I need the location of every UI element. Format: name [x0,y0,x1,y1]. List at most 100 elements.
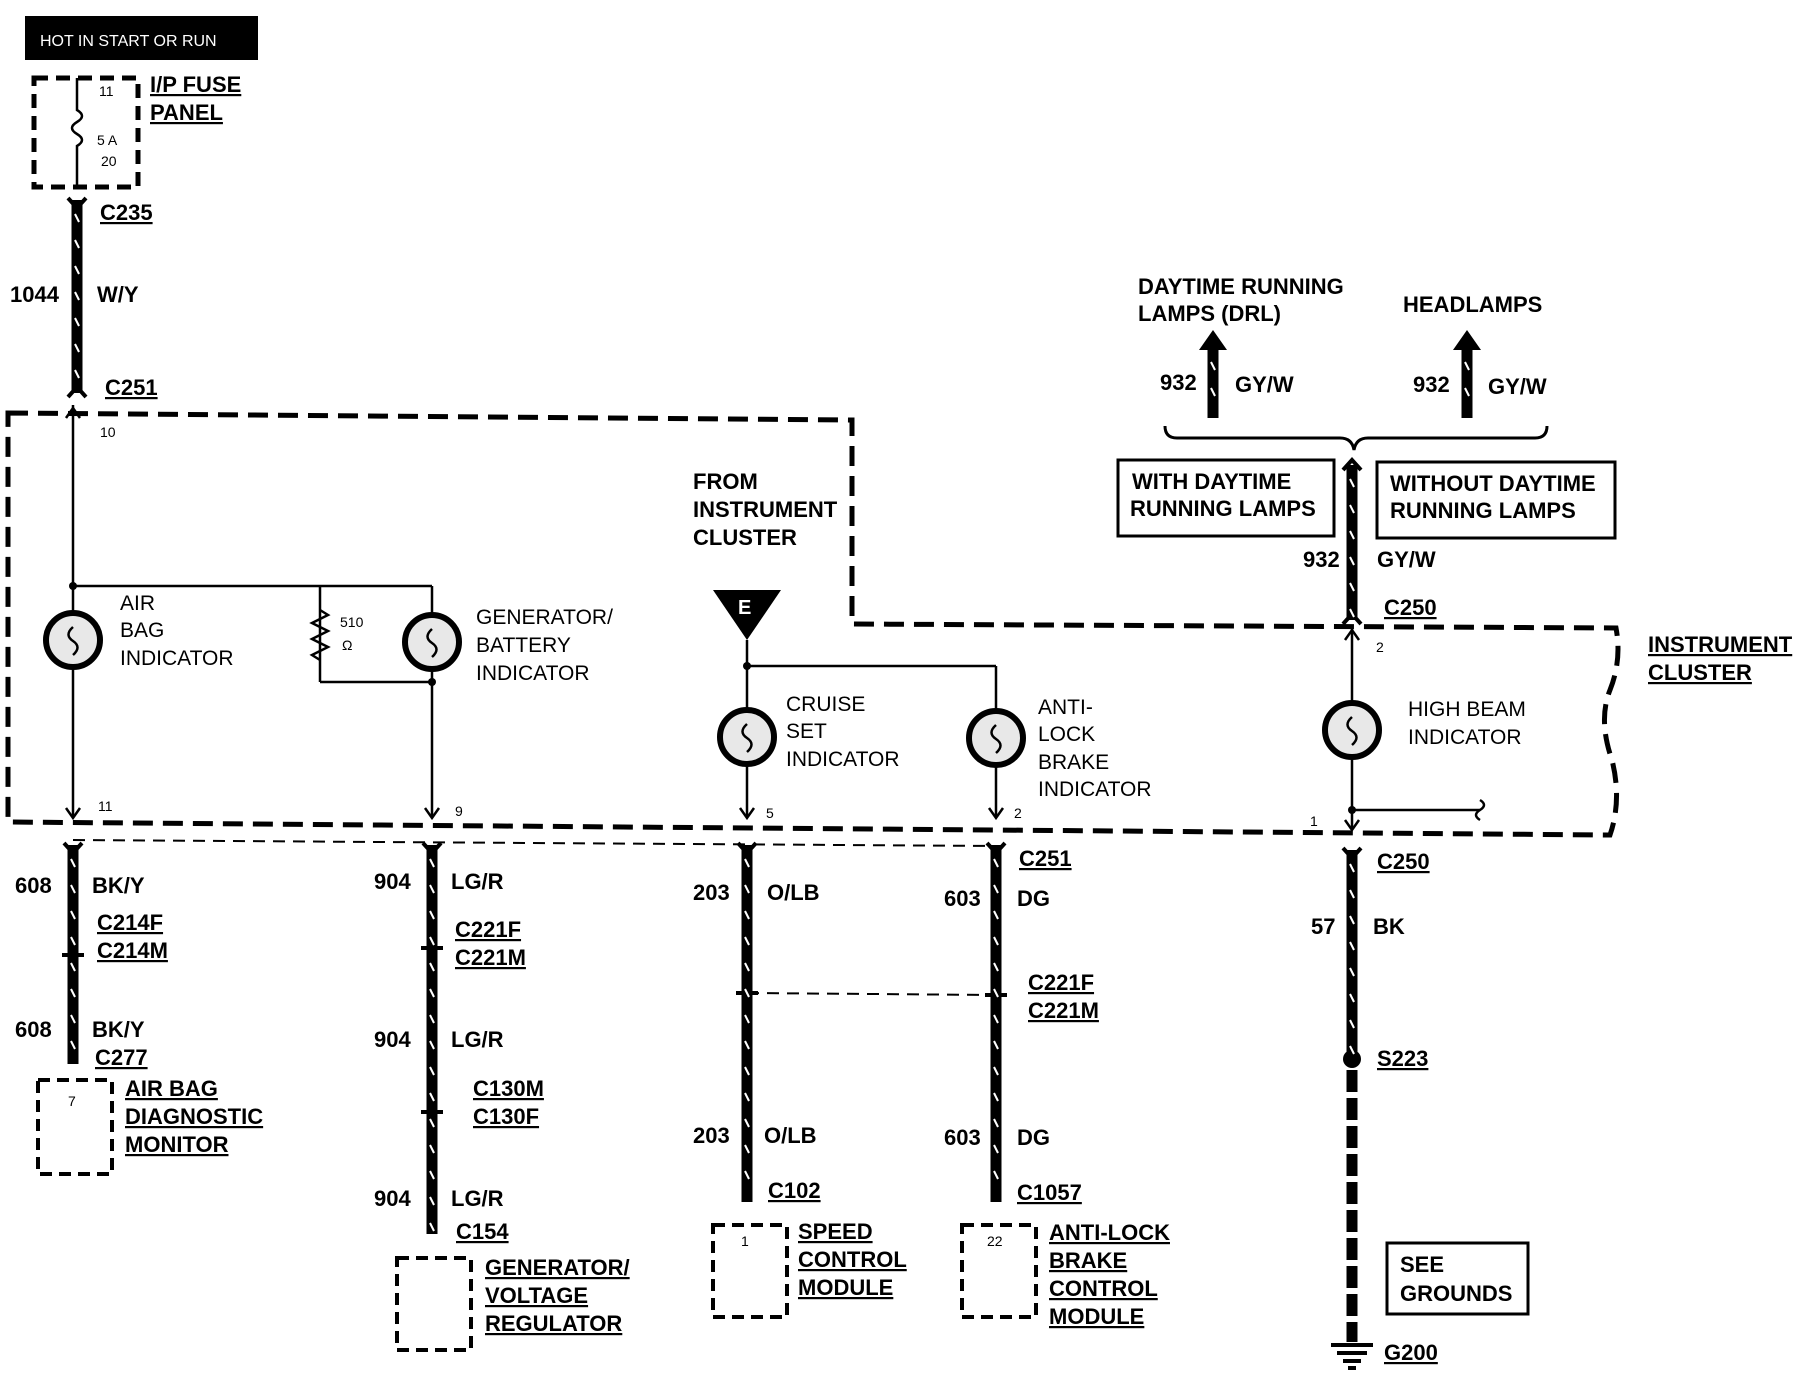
connector-c235: C235 [100,200,153,225]
with-drl-1: WITH DAYTIME [1132,469,1291,494]
wire-tick [744,1092,750,1102]
without-drl-1: WITHOUT DAYTIME [1390,471,1596,496]
wire-tick [1349,582,1355,592]
speed-module-box [711,1223,789,1319]
wire-tick [74,343,80,353]
fuse-panel-title-1: I/P FUSE [150,72,241,97]
pin-10: 10 [100,424,116,440]
generator-ind-1: GENERATOR/ [476,606,613,629]
wire-tick [993,1014,999,1024]
wire-tick [1349,1019,1355,1029]
speed-module-1: SPEED [798,1219,873,1244]
circuit-904-b: 904 [374,1027,411,1052]
color-dg-b: DG [1017,1125,1050,1150]
wire-tick [1349,530,1355,540]
antilock-ind-1: ANTI- [1038,696,1093,719]
wire-tick [1349,967,1355,977]
fuse-panel-box [31,75,141,190]
connector-c214m: C214M [97,938,168,963]
circuit-57: 57 [1311,914,1335,939]
splice-s223: S223 [1377,1046,1428,1071]
wire-tick [993,1040,999,1050]
fuse-rating: 5 A [97,132,118,148]
drl-title-1: DAYTIME RUNNING [1138,274,1344,299]
wire-tick [1349,1045,1355,1055]
wire-tick [744,1144,750,1154]
abs-module-3: CONTROL [1049,1276,1158,1301]
drl-color-b: GY/W [1488,374,1547,399]
wire-tick [1210,361,1216,371]
wire-tick [993,858,999,868]
connector-c235-mark [66,196,88,211]
wire-tick [70,936,76,946]
highbeam-filament [1346,716,1358,746]
wire-tick [1349,608,1355,618]
cruise-ind-1: CRUISE [786,693,865,716]
splice-s223-icon [1343,1050,1361,1068]
generator-node [428,678,436,686]
abs-module-box [960,1223,1038,1319]
wire-tick [744,910,750,920]
connector-c214f: C214F [97,910,163,935]
wire-tick [429,1170,435,1180]
wire-tick [1349,556,1355,566]
fuse-icon [70,78,84,187]
airbag-module-1: AIR BAG [125,1076,218,1101]
color-lgr-a: LG/R [451,869,504,894]
with-drl-2: RUNNING LAMPS [1130,496,1316,521]
speed-module-pin: 1 [741,1233,749,1249]
c221-dashed-link [746,992,997,996]
wire-tick [1349,478,1355,488]
wire-tick [70,910,76,920]
wire-tick [429,1092,435,1102]
wire-tick [74,239,80,249]
abs-module-4: MODULE [1049,1304,1144,1329]
wire-tick [429,1144,435,1154]
wire-tick [993,936,999,946]
highbeam-pin1-arrow [1343,819,1361,833]
color-olb-a: O/LB [767,880,820,905]
wire-tick [74,369,80,379]
pin2-arrow [987,807,1005,821]
abs-module-2: BRAKE [1049,1248,1127,1273]
branch-608-top [62,841,84,856]
connector-c221f-b: C221F [1028,970,1094,995]
wire-tick [429,1222,435,1232]
antilock-filament [990,724,1002,754]
wire-tick [1464,387,1470,397]
color-olb-b: O/LB [764,1123,817,1148]
pin11-arrow [64,807,82,821]
connector-c102: C102 [768,1178,821,1203]
without-drl-box [1375,460,1617,540]
wire-tick [429,988,435,998]
airbag-module-box [36,1078,114,1176]
drl-color-main: GY/W [1377,547,1436,572]
wire-tick [429,962,435,972]
abs-module-1: ANTI-LOCK [1049,1220,1170,1245]
fuse-number: 20 [101,153,117,169]
generator-ind-3: INDICATOR [476,662,590,685]
wire-tick [74,317,80,327]
wire-tick [1349,915,1355,925]
headlamps-title: HEADLAMPS [1403,292,1542,317]
generator-module-1: GENERATOR/ [485,1255,630,1280]
speed-module-2: CONTROL [798,1247,907,1272]
highbeam-ind-1: HIGH BEAM [1408,698,1526,721]
without-drl-2: RUNNING LAMPS [1390,498,1576,523]
fuse-panel-title-2: PANEL [150,100,223,125]
wire-tick [70,988,76,998]
circuit-603-a: 603 [944,886,981,911]
wire-tick [429,1196,435,1206]
highbeam-pin-2: 2 [1376,639,1384,655]
from-label-1: FROM [693,469,758,494]
color-bk: BK [1373,914,1405,939]
wire-tick [993,988,999,998]
circuit-608-b: 608 [15,1017,52,1042]
generator-module-3: REGULATOR [485,1311,622,1336]
wire-tick [429,1040,435,1050]
generator-filament [426,628,438,658]
connector-c221m-a: C221M [455,945,526,970]
highbeam-pin-1: 1 [1310,813,1318,829]
wire-tick [993,1144,999,1154]
wire-tick [993,884,999,894]
